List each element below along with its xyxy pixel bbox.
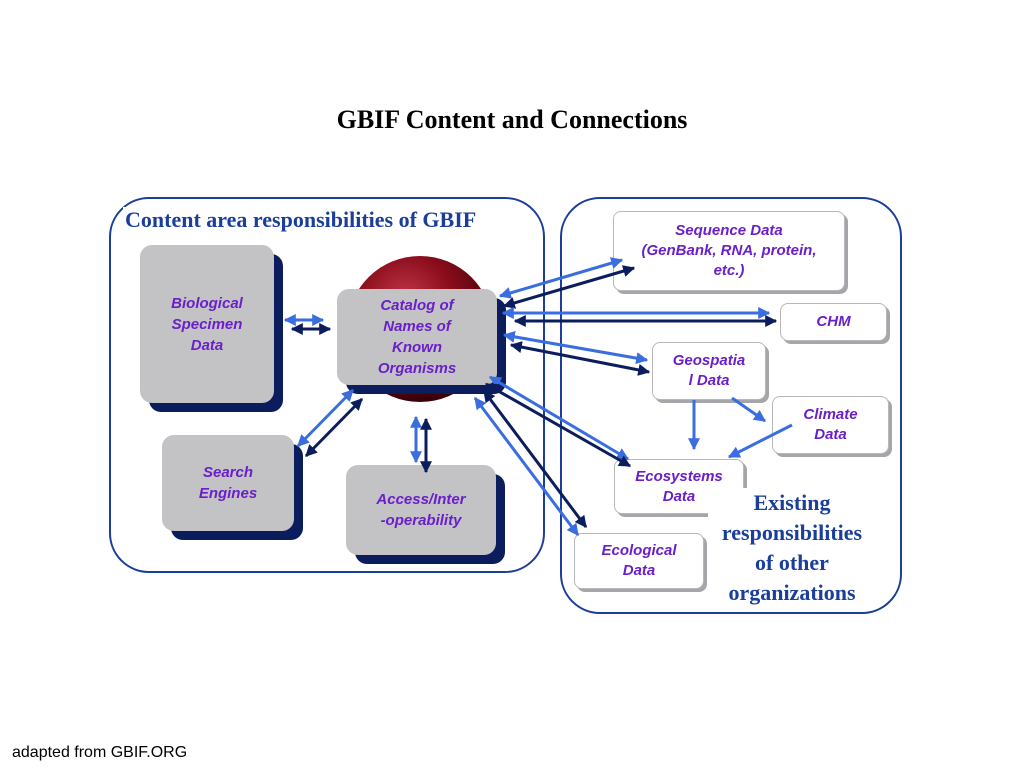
- search-line-1: Search: [202, 464, 254, 481]
- arrow-catalog-ecosystems-dark: [484, 382, 632, 468]
- catalog-line-3: Known: [392, 339, 442, 356]
- ecological-data-box: Ecological Data: [574, 533, 704, 589]
- specimen-line-3: Data: [190, 336, 224, 354]
- existing-line-1: Existing: [753, 490, 831, 515]
- arrow-search-catalog-dark: [304, 397, 364, 458]
- chm-label: CHM: [816, 313, 851, 330]
- ecological-line-2: Data: [622, 562, 656, 579]
- sequence-line-3: etc.): [713, 262, 745, 279]
- existing-line-3: of other: [755, 550, 829, 575]
- geospatial-line-1: Geospatia: [672, 352, 746, 369]
- existing-line-2: responsibilities: [721, 520, 863, 545]
- access-interoperability-box: Access/Inter -operability: [346, 465, 496, 555]
- catalog-line-1: Catalog of: [380, 297, 454, 314]
- arrow-catalog-geospatial-dark: [509, 341, 651, 376]
- existing-responsibilities-label: Existing responsibilities of other organ…: [708, 488, 876, 608]
- ecological-line-1: Ecological: [601, 542, 677, 559]
- sequence-line-1: Sequence Data: [675, 222, 783, 239]
- specimen-line-2: Specimen: [171, 315, 243, 333]
- climate-line-1: Climate: [803, 406, 858, 423]
- ecosystems-line-2: Data: [662, 487, 696, 505]
- chm-box: CHM: [780, 303, 887, 341]
- biological-specimen-data-box: Biological Specimen Data: [140, 245, 274, 403]
- arrow-catalog-ecological-dark: [482, 390, 588, 528]
- ecosystems-line-1: Ecosystems: [635, 467, 723, 485]
- access-line-2: -operability: [380, 512, 462, 529]
- sequence-data-box: Sequence Data (GenBank, RNA, protein, et…: [613, 211, 845, 291]
- specimen-line-1: Biological: [171, 294, 243, 312]
- search-line-2: Engines: [198, 485, 258, 502]
- geospatial-line-2: l Data: [688, 372, 730, 389]
- arrow-climate-ecosystems: [727, 423, 793, 459]
- existing-line-4: organizations: [728, 580, 856, 605]
- catalog-of-names-box: Catalog of Names of Known Organisms: [337, 289, 497, 385]
- sequence-line-2: (GenBank, RNA, protein,: [641, 242, 817, 259]
- geospatial-data-box: Geospatia l Data: [652, 342, 766, 400]
- page-title: GBIF Content and Connections: [336, 105, 688, 134]
- gbif-panel-heading: Content area responsibilities of GBIF: [123, 207, 479, 233]
- arrow-geospatial-climate: [731, 396, 766, 423]
- arrow-catalog-sequence-dark: [502, 265, 636, 309]
- access-line-1: Access/Inter: [376, 491, 466, 508]
- catalog-line-2: Names of: [383, 318, 451, 335]
- climate-line-2: Data: [814, 426, 847, 443]
- search-engines-box: Search Engines: [162, 435, 294, 531]
- catalog-line-4: Organisms: [377, 360, 457, 377]
- source-footer: adapted from GBIF.ORG: [12, 744, 188, 761]
